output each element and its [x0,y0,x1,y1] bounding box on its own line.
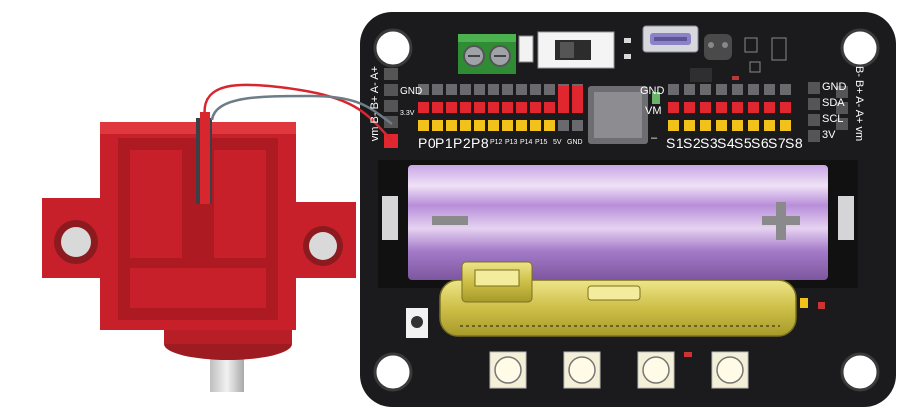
driver-chip [588,86,648,144]
push-button-icon[interactable] [489,351,527,389]
push-button-icon[interactable] [637,351,675,389]
pin-label-p15: P15 [535,139,548,146]
gnd-row-label: GND [400,86,423,97]
push-button-icon[interactable] [563,351,601,389]
usb-port-icon[interactable] [642,25,699,53]
servo-label-s3: S3 [700,135,719,151]
screw-hole-icon [840,352,880,392]
push-button-icon[interactable] [711,351,749,389]
motor-connector-label: vm B- B+ A- A+ [369,66,381,142]
pin-label-5v: 5V [553,139,562,146]
dc-motor-icon [42,112,356,392]
pin-label-p13: P13 [505,139,518,146]
microbit-board [439,261,825,337]
i2c-scl-label: SCL [822,113,844,125]
reset-button[interactable] [406,308,428,338]
screw-hole-icon [840,28,880,68]
pin-label-p14: P14 [520,139,533,146]
center-minus-label: – [651,132,658,144]
servo-header[interactable] [668,84,791,131]
pin-label-p12: P12 [490,139,503,146]
servo-label-s5: S5 [734,135,753,151]
center-vm-label: VM [645,105,662,117]
motor-wires [203,83,393,141]
servo-label-s1: S1 [666,135,685,151]
battery-icon [378,160,858,288]
servo-label-s6: S6 [751,135,770,151]
servo-label-s2: S2 [683,135,702,151]
screw-hole-icon [373,352,413,392]
pin-label-gnd: GND [567,139,583,146]
i2c-side-label: B- B+ A- A+ vm [853,66,865,142]
pin-label-p2: P2 [453,135,472,151]
3v3-row-label: 3.3V [400,110,415,117]
power-terminal-block [458,34,516,74]
power-switch[interactable] [537,31,615,69]
i2c-sda-label: SDA [822,97,845,109]
center-gnd-label: GND [640,85,665,97]
pin-label-p1: P1 [435,135,454,151]
i2c-gnd-label: GND [822,81,847,93]
screw-hole-icon [373,28,413,68]
servo-label-s7: S7 [768,135,787,151]
i2c-connector[interactable] [808,82,848,142]
servo-label-s4: S4 [717,135,736,151]
servo-label-s8: S8 [785,135,804,151]
pin-label-p0: P0 [418,135,437,151]
gpio-header[interactable] [418,84,583,131]
i2c-3v-label: 3V [822,129,836,141]
pin-label-p8: P8 [471,135,490,151]
